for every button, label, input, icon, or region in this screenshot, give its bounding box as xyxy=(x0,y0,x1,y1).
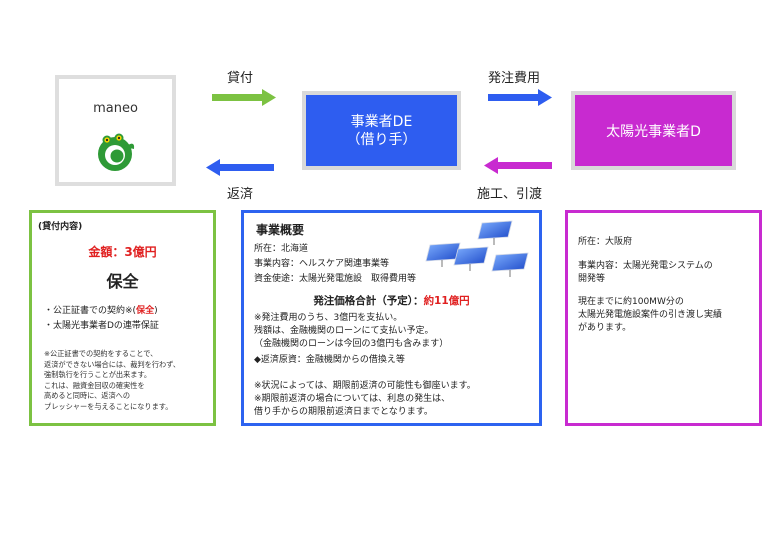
operator-business: 事業内容：太陽光発電システムの 開発等 xyxy=(578,260,713,286)
maneo-name: maneo xyxy=(59,101,172,116)
early-repayment-note: ※状況によっては、期限前返済の可能性も御座います。 ※期限前返済の場合については… xyxy=(254,380,476,419)
loan-details-box: (貸付内容) 金額：3億円 保全 ・公正証書での契約※(保全) ・太陽光事業者D… xyxy=(29,210,216,426)
security-point-notarial: ・公正証書での契約※(保全) xyxy=(44,305,158,318)
borrower-de-tile: 事業者DE （借り手） xyxy=(302,91,461,170)
solar-operator-d-tile: 太陽光事業者D xyxy=(571,91,736,170)
borrower-de-role: （借り手） xyxy=(347,131,417,149)
order-cost-label: 発注費用 xyxy=(488,67,540,86)
loan-amount: 金額：3億円 xyxy=(32,243,213,260)
loan-title: (貸付内容) xyxy=(38,221,82,234)
overview-funds-use: 資金使途：太陽光発電施設 取得費用等 xyxy=(254,273,416,286)
maneo-logo-icon xyxy=(93,131,137,175)
order-total: 発注価格合計（予定）：約11億円 xyxy=(244,293,539,308)
overview-title: 事業概要 xyxy=(256,221,304,238)
order-cost-arrow-icon xyxy=(488,89,554,107)
solar-panels-icon xyxy=(424,219,536,283)
lend-label: 貸付 xyxy=(227,67,253,86)
construction-arrow-icon xyxy=(484,157,554,175)
operator-d-box: 所在：大阪府 事業内容：太陽光発電システムの 開発等 現在までに約100MW分の… xyxy=(565,210,762,426)
solar-operator-d-name: 太陽光事業者D xyxy=(606,121,701,141)
overview-location: 所在：北海道 xyxy=(254,243,308,256)
overview-business: 事業内容：ヘルスケア関連事業等 xyxy=(254,258,389,271)
repayment-source: ◆返済原資：金融機関からの借換え等 xyxy=(254,354,405,367)
order-total-label: 発注価格合計（予定）： xyxy=(313,295,423,307)
security-point-guarantee: ・太陽光事業者Dの連帯保証 xyxy=(44,320,159,333)
repay-label: 返済 xyxy=(227,183,253,202)
security-highlight: 保全 xyxy=(136,306,154,316)
construction-label: 施工、引渡 xyxy=(477,183,542,202)
security-heading: 保全 xyxy=(32,268,213,292)
maneo-tile: maneo xyxy=(55,75,176,186)
repay-arrow-icon xyxy=(206,159,276,177)
order-total-value: 約11億円 xyxy=(424,295,470,307)
payment-plan: ※発注費用のうち、3億円を支払い。 残額は、金融機関のローンにて支払い予定。 （… xyxy=(254,312,448,351)
borrower-de-name: 事業者DE xyxy=(351,113,413,131)
operator-location: 所在：大阪府 xyxy=(578,236,632,249)
operator-track-record: 現在までに約100MW分の 太陽光発電施設案件の引き渡し実績 があります。 xyxy=(578,296,722,335)
loan-note: ※公正証書での契約をすることで、 返済ができない場合には、裁判を行わず、 強制執… xyxy=(44,349,180,412)
business-overview-box: 事業概要 所在：北海道 事業内容：ヘルスケア関連事業等 資金使途：太陽光発電施設… xyxy=(241,210,542,426)
lend-arrow-icon xyxy=(212,89,278,107)
